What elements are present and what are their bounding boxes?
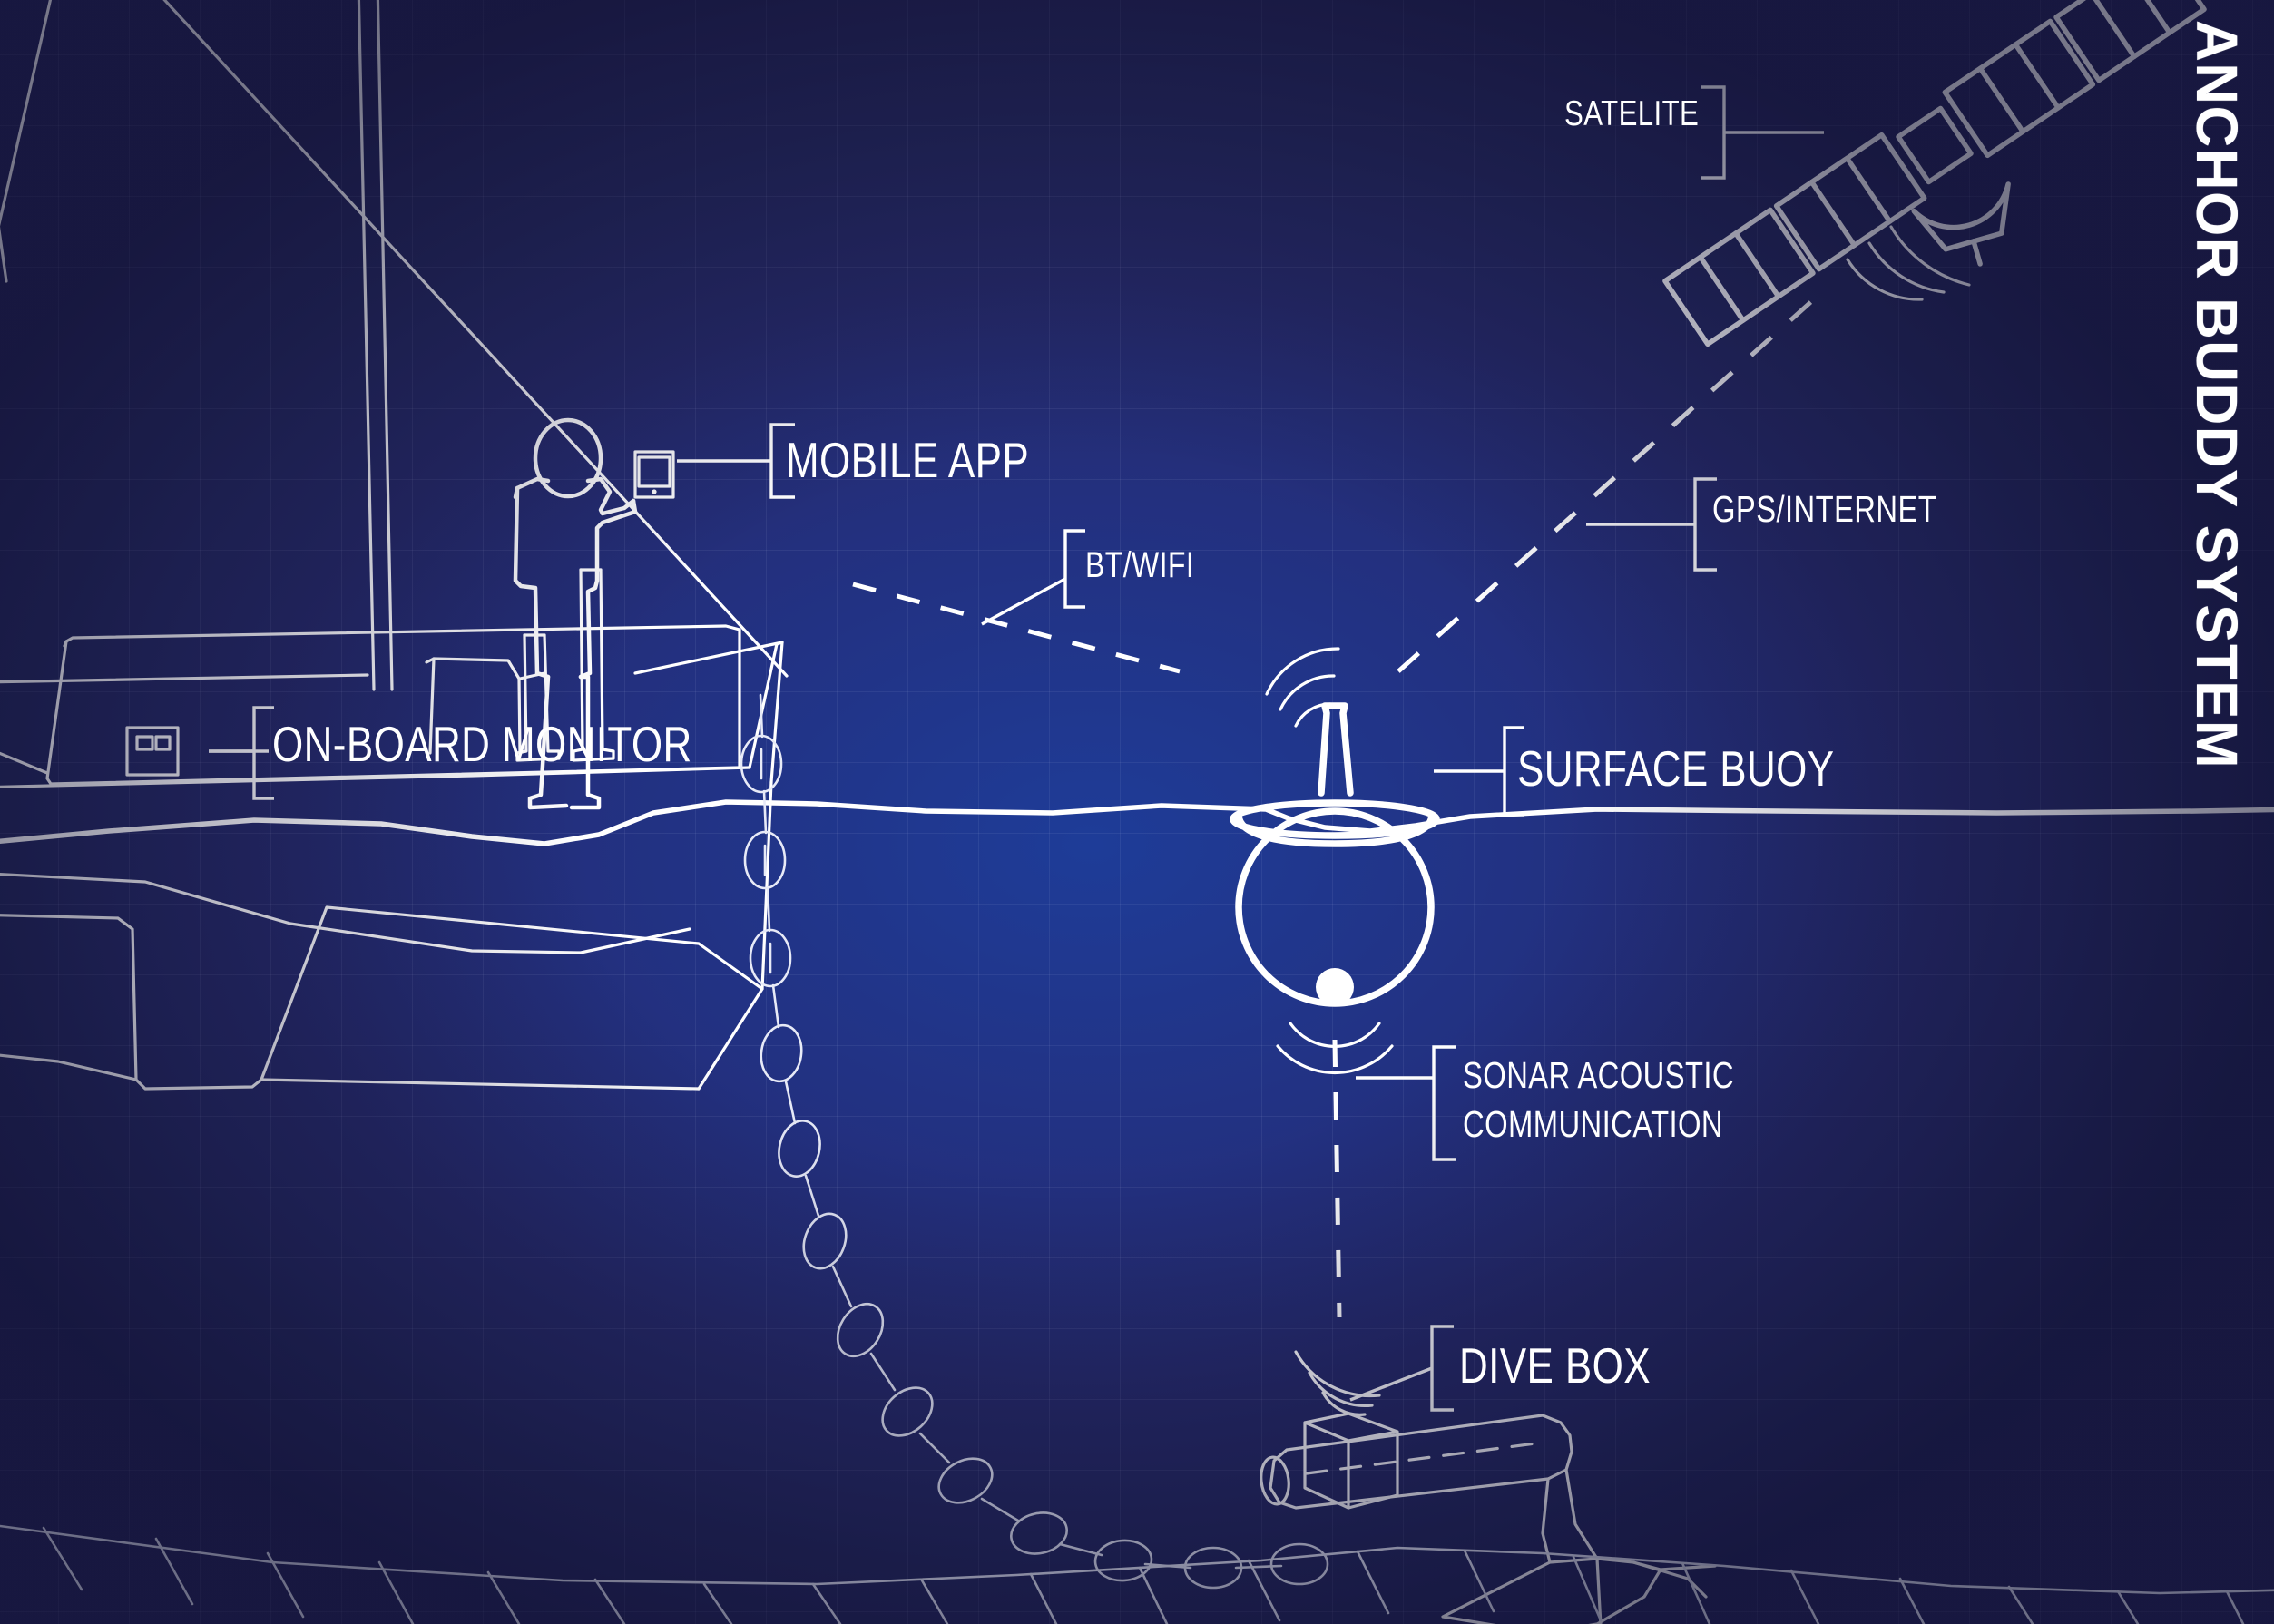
- leader-sonar: [1356, 1045, 1456, 1161]
- label-sonar-line1: SONAR ACOUSTIC: [1463, 1054, 1735, 1096]
- leader-satellite: [1701, 85, 1824, 180]
- leader-mobile-app: [677, 423, 795, 499]
- label-gps-internet: GPS/INTERNET: [1712, 488, 1937, 530]
- monitor-icon: [125, 726, 180, 777]
- leader-bt-wifi: [981, 529, 1085, 626]
- label-sonar-line2: COMMUNICATION: [1463, 1103, 1724, 1145]
- label-dive-box: DIVE BOX: [1459, 1337, 1652, 1394]
- label-bt-wifi: BT/WIFI: [1085, 545, 1195, 585]
- leader-dive-box: [1349, 1325, 1454, 1412]
- label-satellite: SATELITE: [1564, 94, 1700, 133]
- leader-onboard-monitor: [125, 706, 274, 800]
- leader-surface-buoy: [1434, 726, 1524, 817]
- leader-gps-internet: [1586, 477, 1717, 572]
- label-onboard-monitor: ON-BOARD MONITOR: [272, 716, 692, 772]
- label-mobile-app: MOBILE APP: [786, 432, 1030, 488]
- page-title: ANCHOR BUDDY SYSTEM: [2184, 20, 2249, 770]
- label-surface-buoy: SURFACE BUOY: [1517, 740, 1835, 797]
